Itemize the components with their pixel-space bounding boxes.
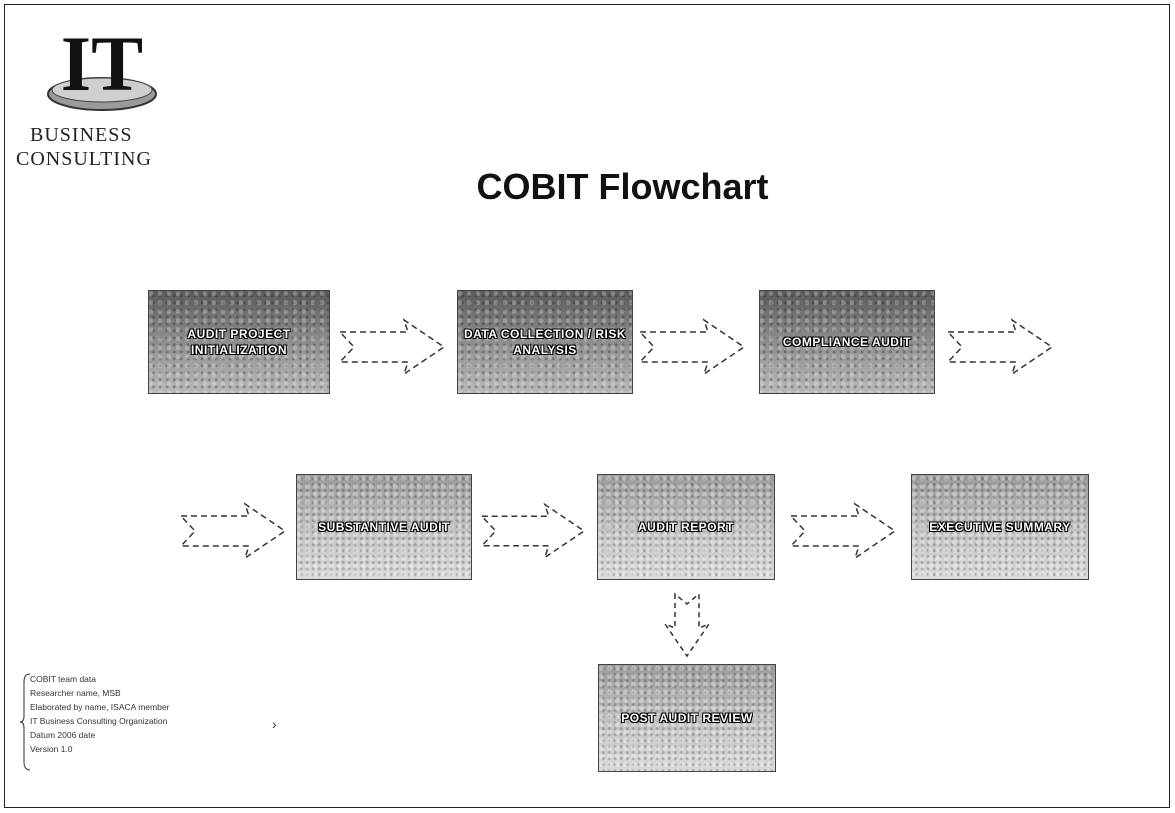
credits-line: Researcher name, MSB	[30, 688, 121, 698]
credits-note: COBIT team data Researcher name, MSB Ela…	[20, 672, 290, 772]
step-executive-summary: EXECUTIVE SUMMARY	[911, 474, 1089, 580]
company-logo: IT BUSINESS CONSULTING	[16, 16, 176, 170]
credits-line: Version 1.0	[30, 744, 73, 754]
step-audit-initialization: AUDIT PROJECT INITIALIZATION	[148, 290, 330, 394]
step-data-collection: DATA COLLECTION / RISK ANALYSIS	[457, 290, 633, 394]
closing-chevron-icon: ›	[272, 716, 277, 732]
flow-arrow-icon	[338, 318, 446, 376]
slide-frame	[4, 4, 1170, 808]
it-logo-icon: IT	[47, 20, 157, 111]
flow-arrow-icon	[638, 318, 746, 376]
step-label: COMPLIANCE AUDIT	[782, 335, 912, 349]
step-label: AUDIT REPORT	[638, 520, 734, 534]
step-label: SUBSTANTIVE AUDIT	[318, 520, 450, 534]
step-label: AUDIT PROJECT INITIALIZATION	[187, 327, 291, 357]
flow-arrow-icon	[480, 502, 586, 560]
step-substantive-audit: SUBSTANTIVE AUDIT	[296, 474, 472, 580]
credits-lines: COBIT team data Researcher name, MSB Ela…	[30, 672, 169, 756]
step-label: POST AUDIT REVIEW	[621, 711, 753, 725]
step-audit-report: AUDIT REPORT	[597, 474, 775, 580]
step-post-audit-review: POST AUDIT REVIEW	[598, 664, 776, 772]
flow-arrow-icon	[946, 318, 1054, 376]
step-label: EXECUTIVE SUMMARY	[929, 520, 1071, 534]
brace-icon	[20, 673, 31, 771]
flow-arrow-down-icon	[663, 592, 711, 658]
logo-line-business: BUSINESS	[30, 124, 133, 146]
flow-arrow-icon	[179, 502, 287, 560]
credits-line: COBIT team data	[30, 674, 96, 684]
page-title-text: COBIT Flowchart	[476, 166, 769, 207]
flow-arrow-icon	[789, 502, 897, 560]
step-label: DATA COLLECTION / RISK ANALYSIS	[463, 327, 627, 357]
credits-line: Datum 2006 date	[30, 730, 96, 740]
page-title: COBIT Flowchart	[0, 166, 1175, 208]
credits-line: Elaborated by name, ISACA member	[30, 702, 170, 712]
logo-line-consulting: CONSULTING	[16, 148, 152, 170]
logo-mark-text: IT	[61, 20, 143, 107]
step-compliance-audit: COMPLIANCE AUDIT	[759, 290, 935, 394]
credits-line: IT Business Consulting Organization	[30, 716, 168, 726]
